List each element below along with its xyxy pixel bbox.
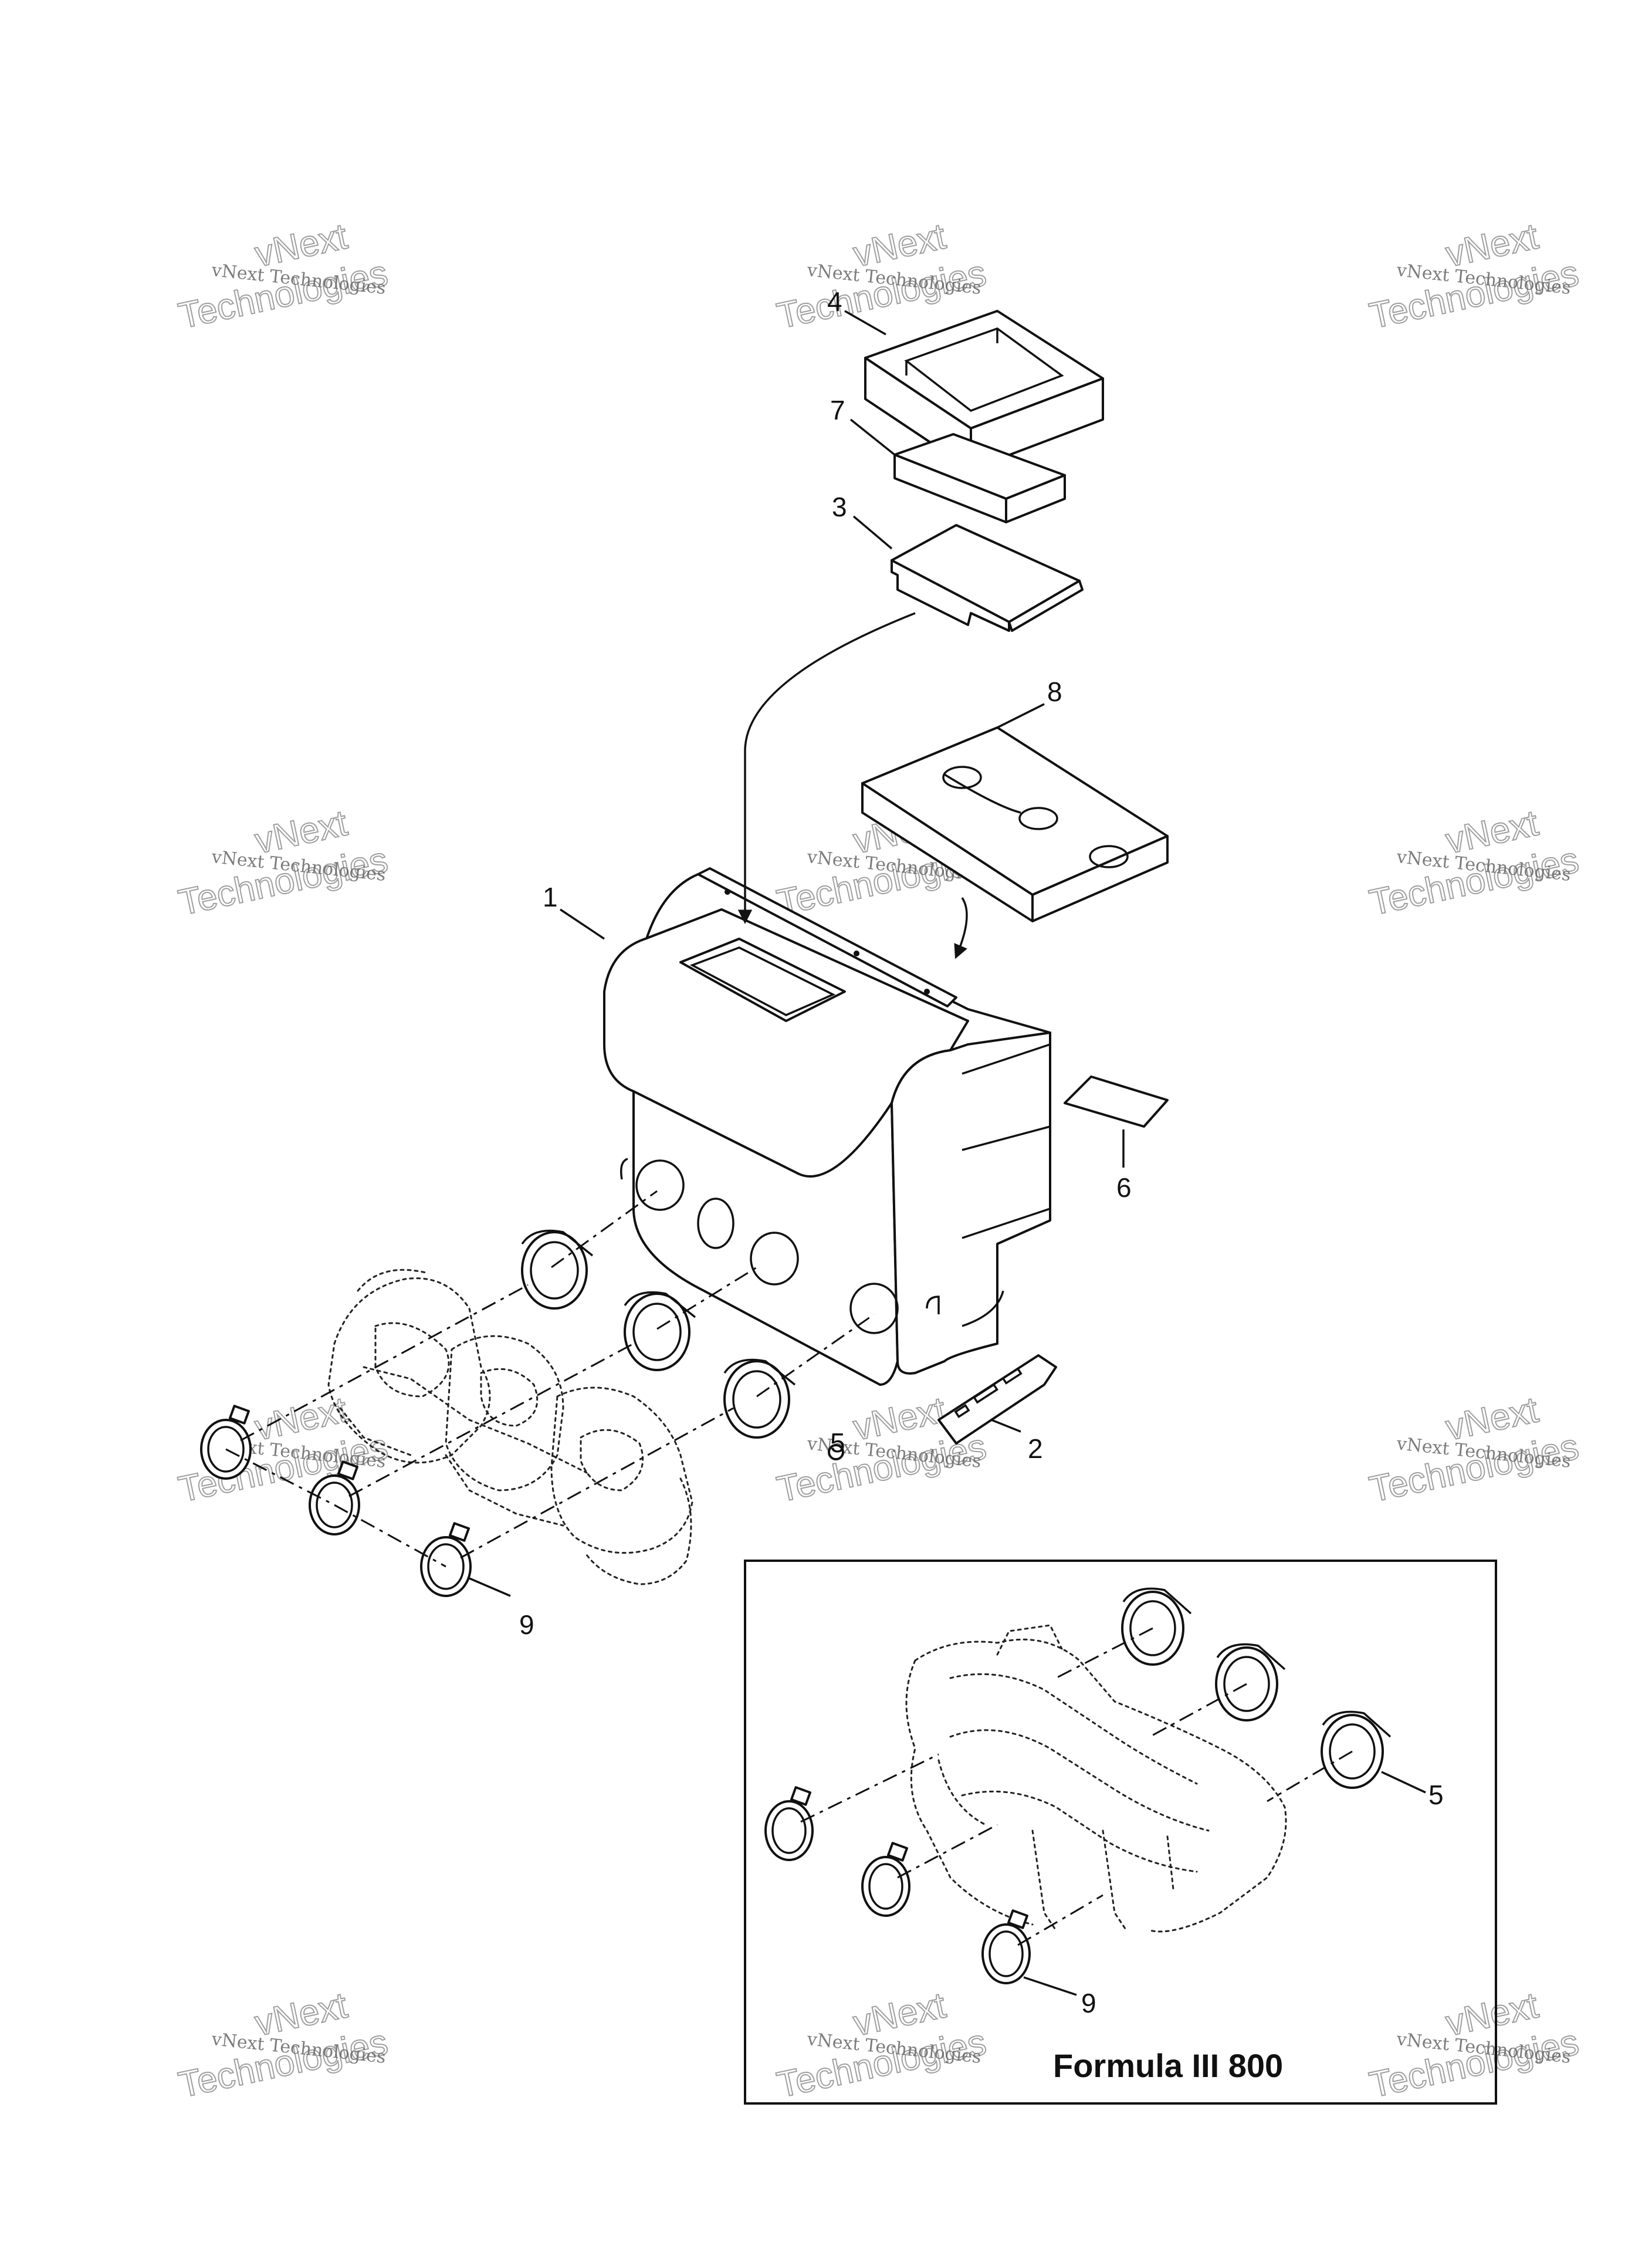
part-2-bracket bbox=[937, 1354, 1057, 1445]
watermark-top-right: vNext Technologies vNext Technologies bbox=[1366, 215, 1583, 337]
watermark-bottom-left: vNext Technologies vNext Technologies bbox=[175, 1984, 392, 2106]
watermark-top-center: vNext Technologies vNext Technologies bbox=[773, 215, 990, 337]
assembly-axis-lines bbox=[225, 1190, 875, 1568]
inset-rubber-adaptor-2 bbox=[1215, 1643, 1286, 1721]
rubber-adaptor-2 bbox=[624, 1291, 696, 1371]
watermark-mid-right: vNext Technologies vNext Technologies bbox=[1366, 802, 1583, 924]
part-3-screen-plate bbox=[891, 524, 1084, 632]
callout-9: 9 bbox=[519, 1609, 534, 1640]
callout-4: 4 bbox=[827, 286, 842, 317]
inset-hose-clamp-3 bbox=[981, 1909, 1031, 1984]
part-6-decal bbox=[1064, 1075, 1169, 1128]
inset-callout-9: 9 bbox=[1081, 1988, 1096, 2018]
inset-frame bbox=[744, 1560, 1497, 2105]
callout-2: 2 bbox=[1028, 1433, 1043, 1464]
arrow-down-icon bbox=[954, 897, 968, 959]
inset-title: Formula III 800 bbox=[1053, 2047, 1283, 2084]
leader-lines bbox=[469, 310, 1125, 1597]
watermark-mid-left: vNext Technologies vNext Technologies bbox=[175, 802, 392, 924]
inset-callout-5: 5 bbox=[1428, 1780, 1444, 1810]
callout-7: 7 bbox=[830, 395, 845, 425]
carburetor-assembly-phantom bbox=[327, 1269, 693, 1585]
watermark-bottom-right: vNext Technologies vNext Technologies bbox=[1366, 1984, 1583, 2106]
arrow-down-icon bbox=[737, 612, 916, 924]
watermark-bottom-center: vNext Technologies vNext Technologies bbox=[773, 1984, 990, 2106]
part-1-air-silencer-box bbox=[603, 867, 1051, 1386]
hose-clamp-1 bbox=[200, 1405, 252, 1480]
inset-rubber-adaptor-3 bbox=[1321, 1710, 1392, 1789]
part-8-foam-block bbox=[861, 726, 1169, 922]
rubber-adaptor-3 bbox=[723, 1358, 796, 1439]
inset-hose-clamp-1 bbox=[764, 1786, 814, 1861]
part-7-filter-pad bbox=[893, 433, 1066, 523]
inset-hose-clamp-2 bbox=[861, 1842, 910, 1917]
callout-3: 3 bbox=[832, 492, 847, 522]
callout-6: 6 bbox=[1116, 1172, 1132, 1203]
watermark-lower-right: vNext Technologies vNext Technologies bbox=[1366, 1389, 1583, 1510]
inset-rubber-adaptor-1 bbox=[1121, 1587, 1192, 1666]
watermark-top-left: vNext Technologies vNext Technologies bbox=[175, 215, 392, 337]
callout-5: 5 bbox=[830, 1428, 845, 1458]
small-fitting bbox=[828, 1444, 844, 1460]
rubber-adaptor-1 bbox=[521, 1229, 594, 1310]
inset-engine-phantom bbox=[905, 1624, 1287, 1933]
callout-1: 1 bbox=[543, 882, 558, 912]
callout-8: 8 bbox=[1047, 677, 1062, 707]
inset-formula-iii-800: 5 9 Formula III 800 bbox=[744, 1560, 1497, 2105]
assembly-arrows bbox=[737, 612, 968, 959]
hose-clamp-3 bbox=[420, 1522, 472, 1597]
